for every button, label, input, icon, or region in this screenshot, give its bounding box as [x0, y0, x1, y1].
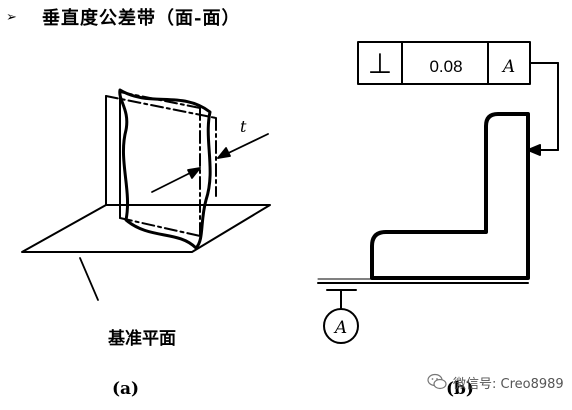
dimension-t [151, 133, 269, 193]
heading: ➢ 垂直度公差带（面-面） [6, 4, 240, 30]
dimension-t-label: t [240, 117, 247, 136]
watermark-text: 微信号: Creo8989 [453, 376, 564, 392]
caption-a: (a) [112, 379, 139, 399]
l-shaped-part [370, 112, 530, 280]
tolerance-value: 0.08 [429, 57, 462, 76]
frame-leader [527, 62, 559, 156]
watermark: 微信号: Creo8989 [427, 370, 564, 394]
arrow-bullet-icon: ➢ [6, 9, 17, 25]
tolerance-plane-rear [105, 95, 217, 206]
datum-plane [21, 204, 271, 253]
datum-symbol-letter: A [333, 318, 347, 338]
wechat-icon [427, 373, 447, 390]
datum-plane-leader [79, 257, 99, 301]
caption-b: (b) [446, 379, 474, 399]
datum-reference: A [501, 57, 515, 77]
tolerance-plane-front [119, 91, 201, 237]
perpendicularity-symbol-icon: ⊥ [368, 47, 392, 80]
figure-b [317, 41, 559, 344]
figure-a [21, 88, 271, 301]
page-title: 垂直度公差带（面-面） [42, 8, 241, 29]
datum-symbol [323, 289, 359, 344]
datum-plane-label: 基准平面 [107, 328, 176, 349]
actual-surface [118, 88, 212, 250]
